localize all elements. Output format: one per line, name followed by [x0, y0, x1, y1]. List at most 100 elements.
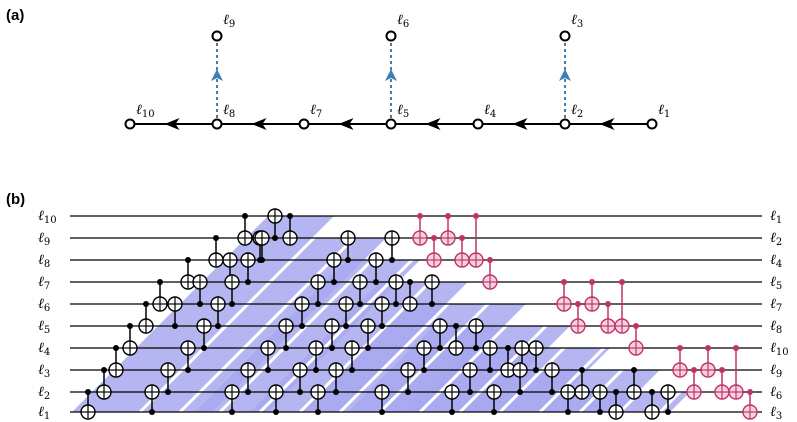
- arrowhead-up: [385, 69, 397, 81]
- arrowhead-left: [338, 118, 354, 130]
- chain-node-label: ℓ1: [658, 102, 670, 120]
- band-gap: [298, 214, 498, 414]
- control-dot: [589, 279, 595, 285]
- left-wire-label: ℓ3: [38, 362, 50, 380]
- control-dot: [345, 257, 351, 263]
- control-dot: [379, 323, 385, 329]
- chain-node: [124, 118, 136, 130]
- control-dot: [333, 389, 339, 395]
- band-gap: [338, 214, 538, 414]
- right-wire-label: ℓ1: [770, 208, 782, 226]
- left-wire-label: ℓ10: [38, 208, 57, 226]
- control-dot: [565, 409, 571, 415]
- chain-node-label: ℓ4: [484, 102, 496, 120]
- control-dot: [453, 323, 459, 329]
- left-wire-label: ℓ9: [38, 230, 50, 248]
- control-dot: [437, 345, 443, 351]
- control-dot: [215, 323, 221, 329]
- control-dot: [229, 301, 235, 307]
- branch-node-label: ℓ9: [223, 12, 235, 30]
- control-dot: [283, 345, 289, 351]
- right-wire-label: ℓ3: [770, 404, 782, 422]
- control-dot: [633, 323, 639, 329]
- control-dot: [445, 213, 451, 219]
- control-dot: [459, 235, 465, 241]
- band-gap: [498, 214, 698, 414]
- control-dot: [259, 257, 265, 263]
- left-wire-label: ℓ7: [38, 274, 50, 292]
- control-dot: [349, 367, 355, 373]
- control-dot: [677, 345, 683, 351]
- right-wire-label: ℓ8: [770, 318, 782, 336]
- arrowhead-left: [599, 118, 615, 130]
- control-dot: [172, 323, 178, 329]
- chain-node-label: ℓ8: [223, 102, 235, 120]
- control-dot: [143, 301, 149, 307]
- branch-node: [385, 30, 397, 42]
- control-dot: [265, 367, 271, 373]
- control-dot: [315, 409, 321, 415]
- control-dot: [467, 389, 473, 395]
- right-wire-label: ℓ9: [770, 362, 782, 380]
- control-dot: [429, 301, 435, 307]
- chain-node: [559, 118, 571, 130]
- control-dot: [575, 301, 581, 307]
- control-dot: [113, 345, 119, 351]
- gate-layer: [80, 208, 758, 420]
- band-gap: [538, 214, 738, 414]
- branch-node: [559, 30, 571, 42]
- band-gap: [618, 232, 797, 414]
- control-dot: [473, 345, 479, 351]
- control-dot: [407, 279, 413, 285]
- right-wire-label: ℓ6: [770, 384, 782, 402]
- control-dot: [487, 257, 493, 263]
- control-dot: [691, 367, 697, 373]
- control-dot: [733, 345, 739, 351]
- chain-node: [646, 118, 658, 130]
- left-wire-label: ℓ5: [38, 318, 50, 336]
- band-gap: [378, 214, 578, 414]
- chain-node-label: ℓ7: [310, 102, 322, 120]
- control-dot: [197, 301, 203, 307]
- band-gap: [178, 214, 378, 414]
- control-dot: [747, 389, 753, 395]
- control-dot: [473, 213, 479, 219]
- control-dot: [487, 367, 493, 373]
- band-gap: [458, 214, 658, 414]
- control-dot: [273, 409, 279, 415]
- control-dot: [431, 235, 437, 241]
- control-dot: [597, 409, 603, 415]
- band-gap: [258, 214, 458, 414]
- chain-node: [211, 118, 223, 130]
- control-dot: [549, 389, 555, 395]
- right-wire-label: ℓ5: [770, 274, 782, 292]
- panel-b-label: (b): [6, 191, 25, 208]
- right-wire-label: ℓ2: [770, 230, 782, 248]
- control-dot: [149, 409, 155, 415]
- arrowhead-left: [512, 118, 528, 130]
- control-dot: [379, 409, 385, 415]
- control-dot: [533, 367, 539, 373]
- branch-node: [211, 30, 223, 42]
- control-dot: [201, 345, 207, 351]
- control-dot: [719, 367, 725, 373]
- control-dot: [299, 323, 305, 329]
- band-gap: [138, 214, 338, 414]
- control-dot: [287, 213, 293, 219]
- chain-node-label: ℓ2: [571, 102, 583, 120]
- chain-node-label: ℓ10: [136, 102, 155, 120]
- control-dot: [185, 367, 191, 373]
- control-dot: [297, 389, 303, 395]
- control-dot: [213, 235, 219, 241]
- right-wire-label: ℓ7: [770, 296, 782, 314]
- control-dot: [127, 323, 133, 329]
- control-dot: [561, 279, 567, 285]
- parity-band: [72, 216, 336, 412]
- control-dot: [165, 389, 171, 395]
- chain-node: [298, 118, 310, 130]
- control-dot: [417, 213, 423, 219]
- control-dot: [613, 389, 619, 395]
- arrowhead-up: [559, 69, 571, 81]
